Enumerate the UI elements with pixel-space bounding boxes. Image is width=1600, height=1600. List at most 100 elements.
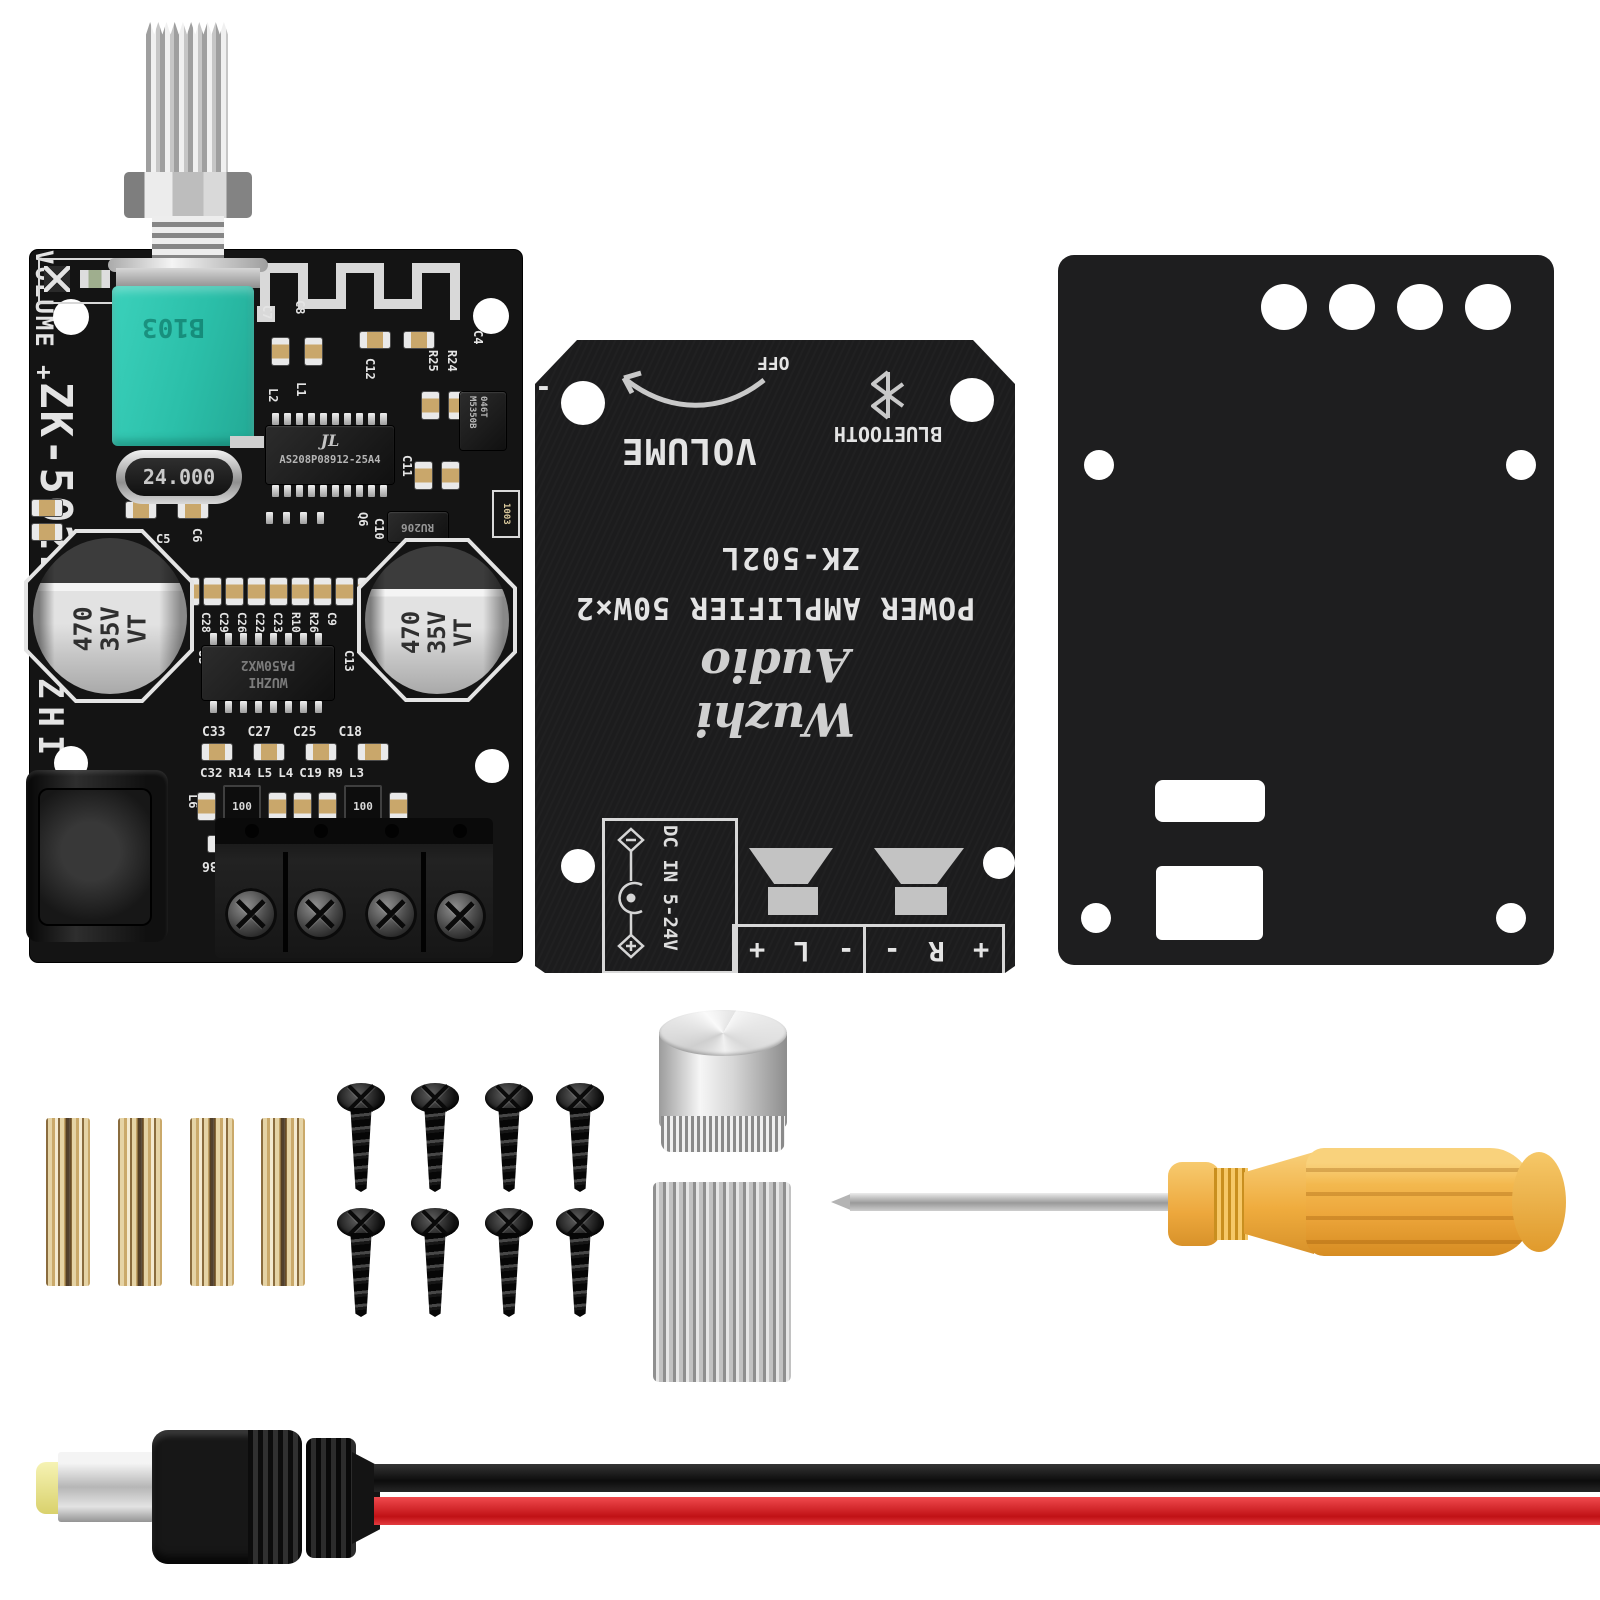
panel-screw-hole	[1496, 903, 1526, 933]
screw	[411, 1083, 459, 1192]
panel-hole	[1397, 284, 1443, 330]
panel-screw-hole	[1506, 450, 1536, 480]
pot-thread	[152, 216, 224, 262]
mount-hole	[950, 378, 994, 422]
component-label: L2	[266, 388, 280, 403]
speaker-icon	[768, 887, 818, 915]
screw	[411, 1208, 459, 1317]
heatsink	[653, 1182, 791, 1382]
component-label: L5	[257, 765, 273, 780]
component-label: C18	[338, 725, 362, 740]
bluetooth-label: BLUETOOTH	[833, 422, 943, 446]
cap-marking: VT	[449, 618, 477, 647]
regulator-marking: M5350B	[467, 396, 477, 429]
panel-slot-cutout	[1155, 780, 1265, 822]
component-label: C11	[400, 455, 414, 477]
dc-in-label: DC IN	[659, 825, 681, 883]
amp-chip-marking: PA50WX2	[240, 657, 296, 672]
left-channel-label: - L +	[743, 934, 855, 966]
component-label: C19	[299, 765, 322, 780]
panel-hole	[1261, 284, 1307, 330]
terminal-screw	[225, 888, 277, 940]
brand-script-logo: Wuzhi Audio	[694, 638, 856, 746]
regulator-marking: 046T	[478, 396, 488, 418]
terminal-screw	[434, 890, 486, 942]
volume-arc-icon	[621, 370, 766, 408]
component-label: C25	[292, 725, 317, 740]
component-label: C13	[342, 650, 356, 672]
cap-marking: 470	[397, 610, 425, 655]
right-channel-label: + R -	[878, 934, 990, 966]
amplifier-chip: WUZHI PA50WX2	[202, 633, 334, 713]
speaker-icon	[749, 848, 833, 884]
component-label: R10	[289, 612, 303, 633]
label-row: C40C28C29C26C22C23R10R26C9	[180, 612, 339, 633]
component-label: L4	[278, 765, 294, 780]
screw	[556, 1208, 604, 1317]
led-silk-box	[38, 258, 122, 304]
aluminum-knob	[659, 1010, 787, 1152]
cap-marking: 35V	[95, 606, 125, 652]
screw	[556, 1083, 604, 1192]
cap-marking: 35V	[423, 610, 451, 655]
mount-hole	[983, 847, 1015, 879]
component-label: R14	[228, 765, 252, 780]
component-label: C5	[156, 532, 171, 546]
bluetooth-chip: JL AS208P08912-25A4	[266, 413, 394, 497]
red-wire	[374, 1497, 1600, 1525]
polarity-diagram-icon	[617, 827, 645, 959]
component-label: R25	[426, 350, 440, 372]
bluetooth-antenna-trace	[257, 263, 460, 322]
terminal-screw	[294, 888, 346, 940]
volume-minus: -	[535, 370, 552, 403]
chip-part-number: AS208P08912-25A4	[279, 454, 381, 466]
mount-hole	[475, 749, 509, 783]
resistor-1003: 1003	[492, 490, 520, 538]
diode-marking: RU206	[401, 520, 435, 534]
screwdriver-handle	[1306, 1148, 1532, 1256]
component-label: C22	[253, 612, 267, 633]
component-label: L6	[186, 794, 200, 809]
model-label: ZK-502L	[719, 540, 861, 575]
screwdriver-endcap	[1512, 1152, 1566, 1252]
dc-in-box: DC IN 5-24V	[602, 818, 738, 973]
component-label: L1	[294, 382, 308, 397]
cap-marking: 470	[68, 606, 98, 652]
panel-screw-hole	[1084, 450, 1114, 480]
component-label: L3	[348, 765, 364, 780]
pot-body: B103	[112, 286, 264, 448]
component-label: C26	[235, 612, 249, 633]
capacitor-left: 470 35V VT	[33, 538, 187, 694]
crystal-marking: 24.000	[142, 465, 216, 489]
mount-hole	[473, 298, 509, 334]
component-label: C10	[372, 518, 386, 540]
cap-marking: VT	[122, 613, 152, 645]
resistor-marking: 1003	[501, 503, 511, 525]
right-channel-box: + R -	[863, 924, 1005, 973]
component-label: C9	[325, 612, 339, 626]
component-label: C6	[190, 528, 204, 543]
component-label: C27	[247, 725, 271, 740]
acrylic-cover-panel	[1058, 255, 1554, 965]
speaker-icon	[895, 887, 947, 915]
pot-nut	[124, 172, 252, 218]
component-label: Q6	[356, 512, 370, 527]
diode-ru206: RU206	[388, 512, 448, 542]
panel-jack-cutout	[1156, 866, 1263, 940]
pot-base	[116, 268, 260, 288]
screwdriver-cone	[1244, 1152, 1314, 1254]
plug-ring	[306, 1438, 356, 1558]
speaker-terminal-block	[215, 818, 493, 958]
component-label: C32	[200, 765, 223, 780]
off-label: OFF	[757, 352, 790, 373]
brass-standoff	[190, 1118, 234, 1286]
dc-jack	[26, 770, 168, 942]
component-label: C29	[217, 612, 231, 633]
chip-logo: JL	[320, 431, 340, 450]
left-channel-box: - L +	[732, 924, 866, 973]
screw	[337, 1208, 385, 1317]
amplifier-board-back: + - OFF VOLUME BLUETOOTH ZK-502L POWER A…	[535, 340, 1015, 973]
